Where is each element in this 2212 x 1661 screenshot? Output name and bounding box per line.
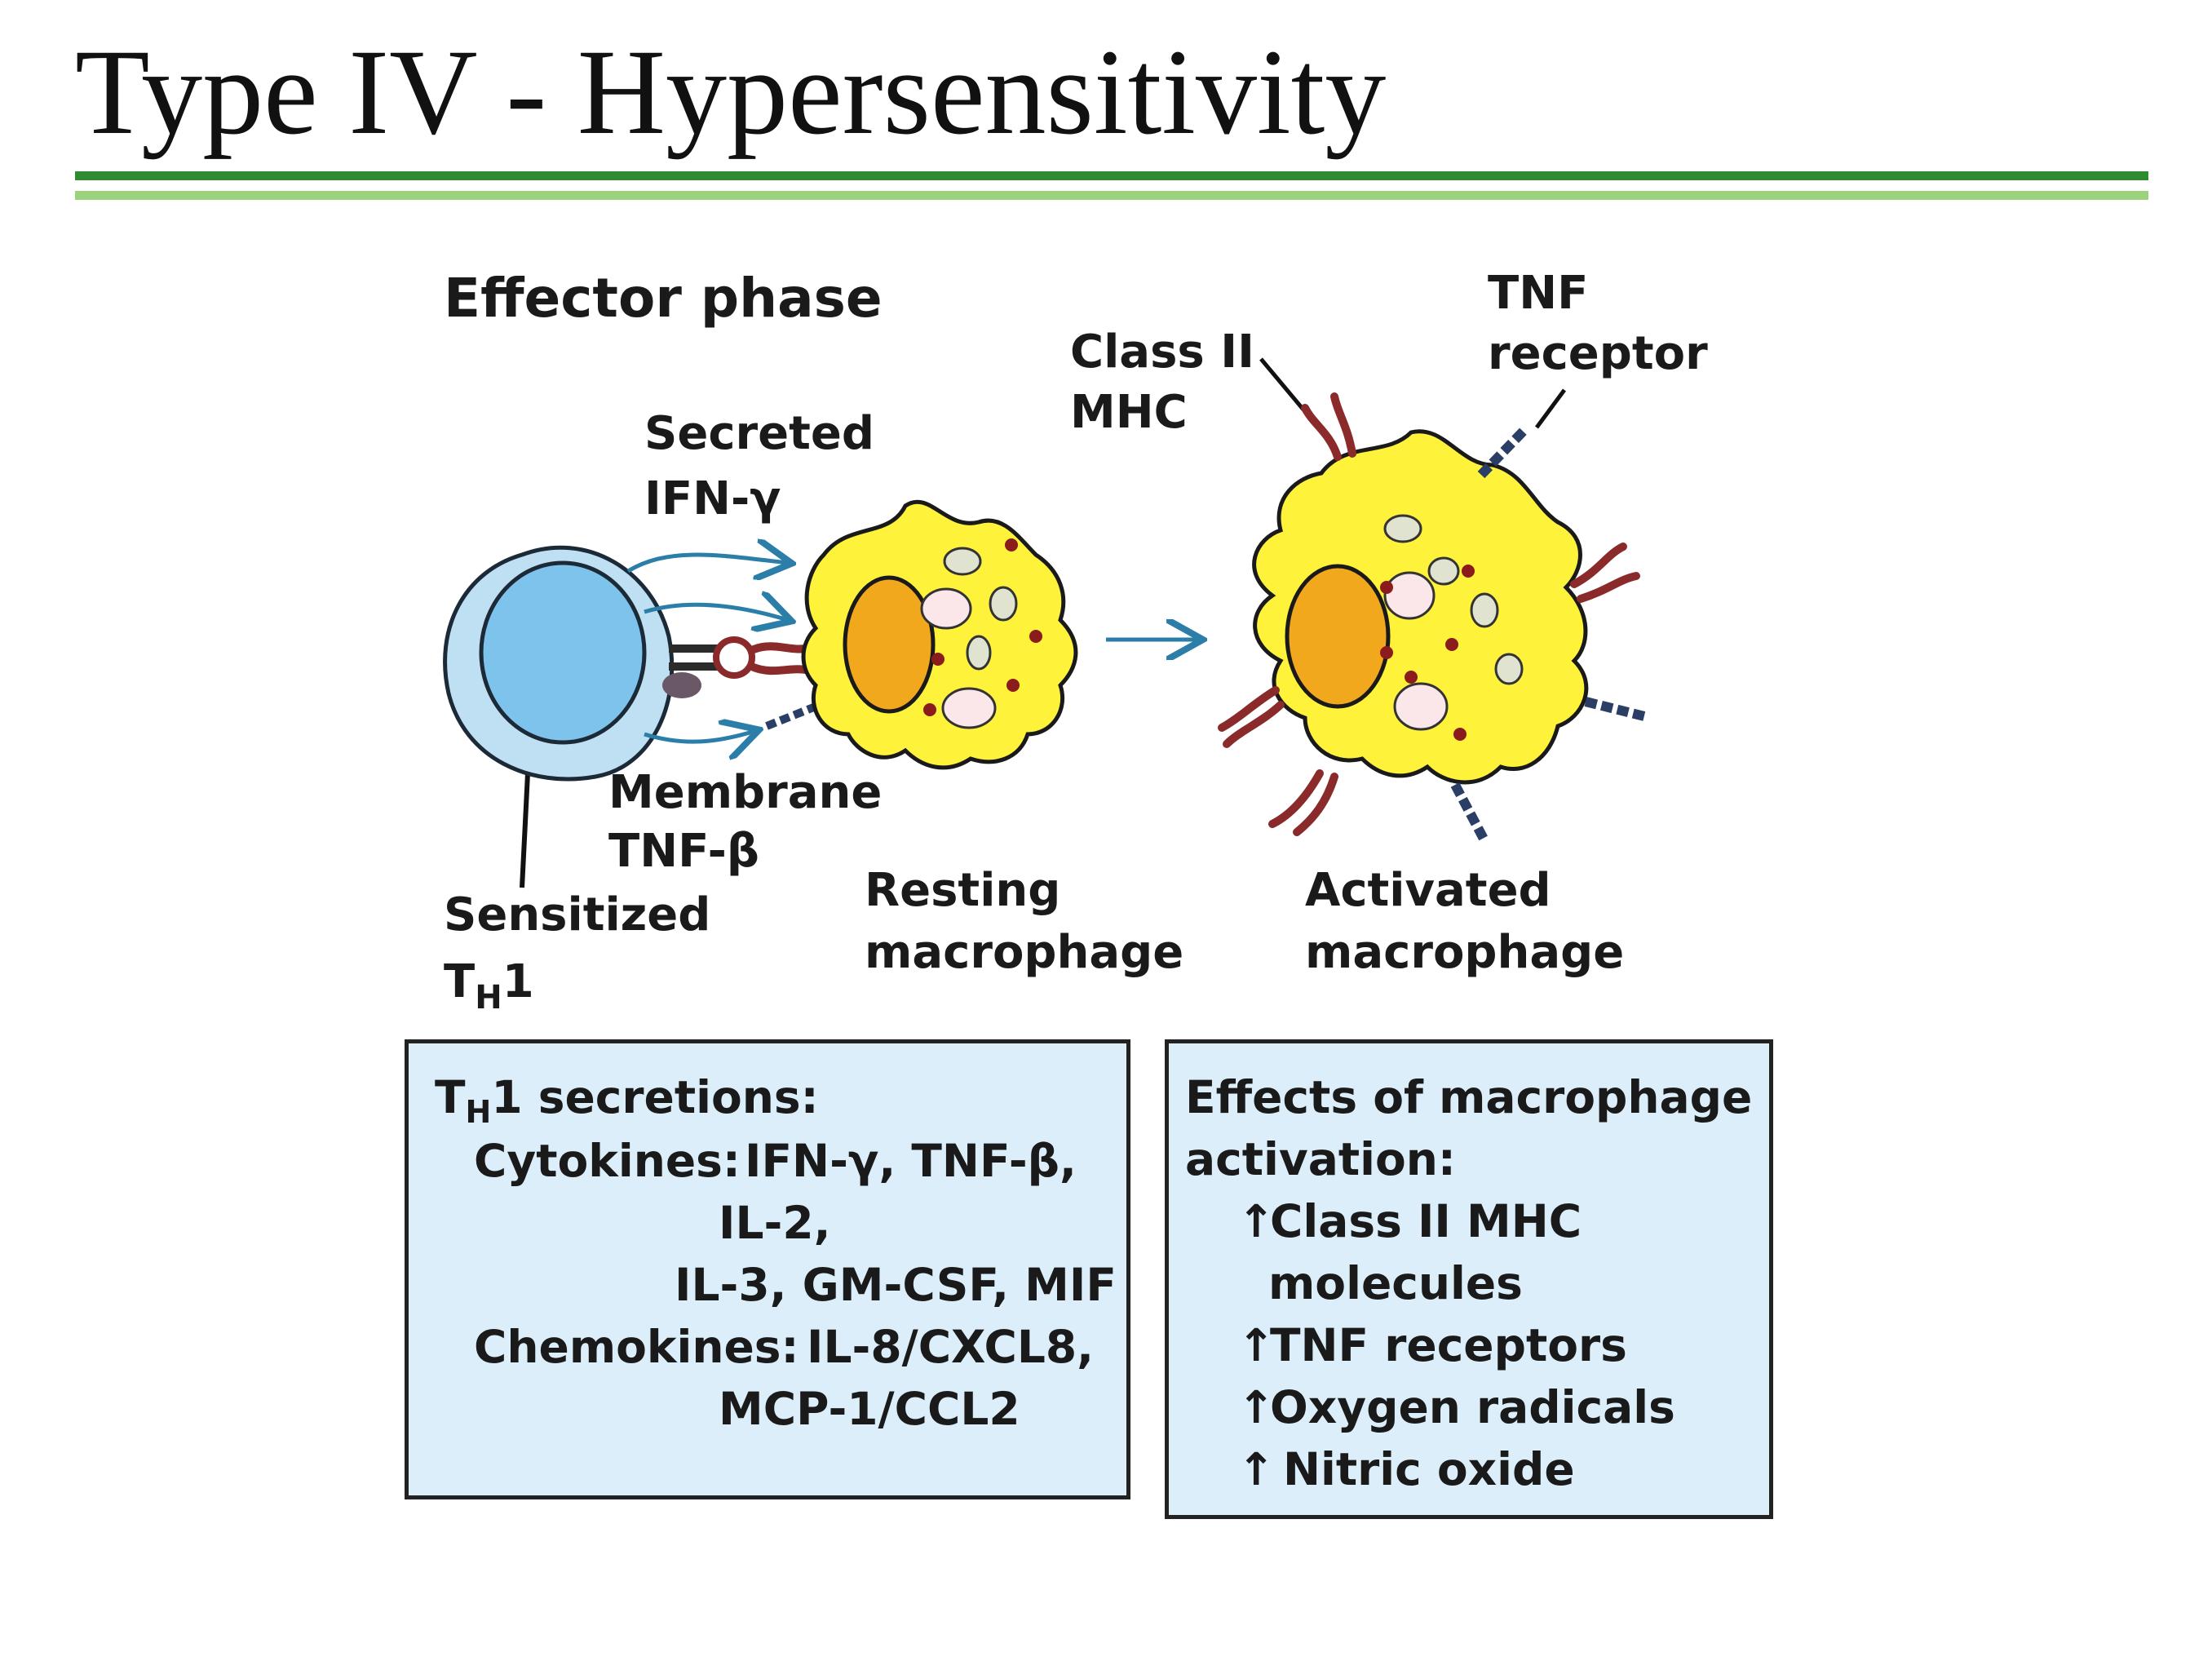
activated-label: Activated	[1305, 864, 1551, 917]
class-ii-label: Class II	[1070, 326, 1254, 379]
resting-label: Resting	[865, 864, 1060, 917]
up-arrow-icon: ↑	[1237, 1381, 1276, 1433]
up-arrow-icon: ↑	[1237, 1195, 1276, 1247]
effect-item-oxygen: ↑Oxygen radicals	[1237, 1376, 1675, 1438]
effect-item-tnf: ↑TNF receptors	[1237, 1314, 1627, 1376]
class-ii-mhc-molecules	[1218, 392, 1640, 836]
macrophage-effects-box: Effects of macrophage activation: ↑Class…	[1165, 1039, 1773, 1519]
th1-leader-line	[520, 756, 531, 888]
mhc-label: MHC	[1070, 386, 1188, 439]
tnf-receptors	[1450, 425, 1646, 843]
sensitized-label: Sensitized	[444, 888, 710, 941]
page-title: Type IV - Hypersensitivity	[75, 24, 1387, 160]
membrane-label: Membrane	[608, 766, 882, 819]
effect-item-class-ii-cont: molecules	[1268, 1257, 1523, 1309]
tnf-beta-label: TNF-β	[608, 825, 759, 878]
th1-label: TH1	[444, 955, 534, 1017]
effect-item-nitric: ↑Nitric oxide	[1237, 1438, 1575, 1500]
activated-macrophage-label: macrophage	[1305, 926, 1624, 979]
tnf-label: TNF	[1488, 267, 1588, 320]
receptor-label: receptor	[1488, 327, 1708, 380]
activated-macrophage	[1252, 429, 1589, 785]
cytokines-label: Cytokines:	[474, 1135, 741, 1187]
phase-label: Effector phase	[444, 267, 883, 330]
title-rule-light	[75, 191, 2148, 200]
cytokines-line-3: IL-3, GM-CSF, MIF	[675, 1259, 1117, 1311]
ifn-gamma-label: IFN-γ	[644, 472, 781, 525]
resting-macrophage-label: macrophage	[865, 926, 1183, 979]
chemokines-label: Chemokines:	[474, 1321, 799, 1373]
secretions-heading: TH1 secretions:	[435, 1071, 819, 1130]
chemokines-line-1: IL-8/CXCL8,	[807, 1321, 1095, 1373]
up-arrow-icon: ↑	[1237, 1443, 1276, 1495]
up-arrow-icon: ↑	[1237, 1319, 1276, 1371]
secretion-arrow-2	[644, 605, 788, 620]
secreted-label: Secreted	[644, 407, 874, 460]
resting-macrophage	[801, 499, 1078, 770]
effect-item-class-ii: ↑Class II MHC	[1237, 1190, 1582, 1252]
t-cell	[443, 545, 701, 782]
effects-heading-1: Effects of macrophage	[1185, 1071, 1753, 1123]
th1-secretions-box: TH1 secretions: Cytokines: IFN-γ, TNF-β,…	[405, 1039, 1130, 1499]
title-rule-dark	[75, 171, 2148, 180]
cytokines-line-1: IFN-γ, TNF-β,	[745, 1135, 1077, 1187]
chemokines-line-2: MCP-1/CCL2	[719, 1383, 1020, 1435]
secretion-arrow-3	[644, 731, 755, 742]
cytokines-line-2: IL-2,	[719, 1197, 831, 1249]
tnf-receptor-leader-line	[1534, 388, 1567, 429]
effects-heading-2: activation:	[1185, 1133, 1456, 1185]
secretion-arrow-1	[626, 555, 788, 571]
